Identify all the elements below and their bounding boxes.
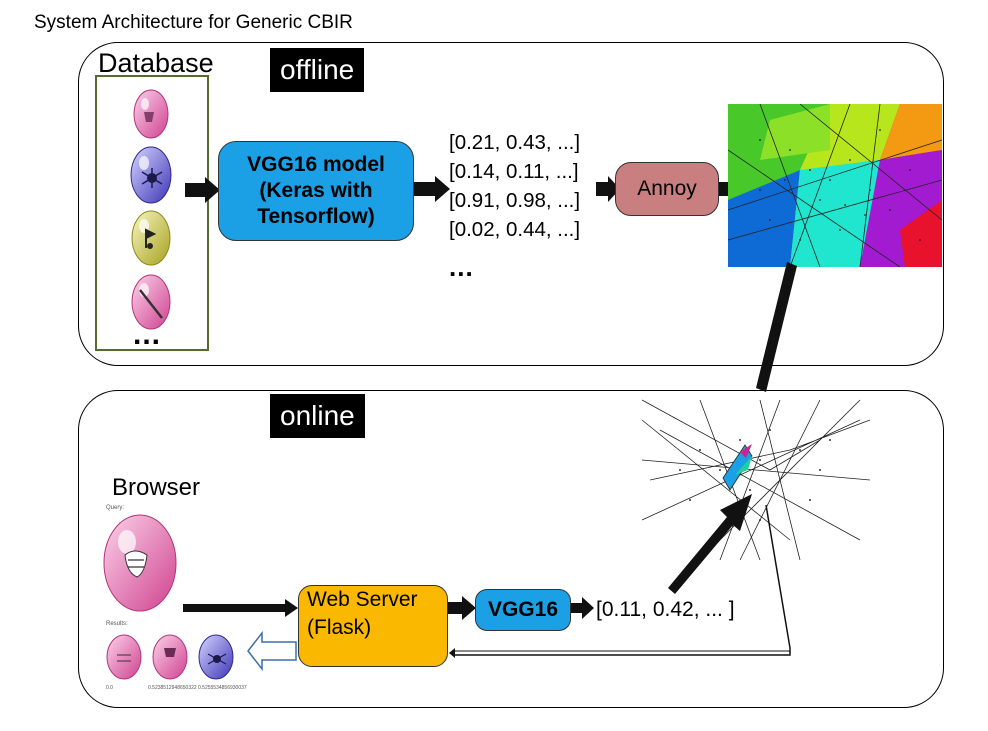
feature-vector: [0.14, 0.11, ...] <box>449 160 579 183</box>
server-line: (Flask) <box>307 616 372 639</box>
vgg16-box: VGG16 <box>475 589 571 631</box>
vectors-more: ... <box>449 252 474 282</box>
query-vector: [0.11, 0.42, ... ] <box>596 598 735 621</box>
result-egg-image <box>152 634 188 680</box>
arrow-vgg-to-vector <box>571 597 594 619</box>
database-label: Database <box>98 48 214 78</box>
result-score: 0.0 <box>106 685 113 691</box>
diagram-title: System Architecture for Generic CBIR <box>34 12 353 33</box>
annoy-partition-map <box>727 103 943 268</box>
database-more: ... <box>133 318 162 351</box>
query-egg-image <box>103 514 177 612</box>
feature-vector: [0.21, 0.43, ...] <box>449 131 581 154</box>
egg-image <box>131 210 171 266</box>
query-label: Query: <box>106 505 125 511</box>
arrow-server-to-browser <box>247 630 297 672</box>
search-space-sketch <box>641 399 871 561</box>
egg-image <box>130 146 172 204</box>
result-score: 0.5238512948650322 <box>148 685 197 691</box>
egg-image <box>131 274 171 330</box>
arrow-database-to-model <box>185 177 220 203</box>
browser-label: Browser <box>112 474 201 501</box>
result-score: 0.5255534856930037 <box>198 685 247 691</box>
egg-image <box>133 89 169 139</box>
results-label: Results: <box>106 621 128 627</box>
web-server-box: Web Server (Flask) <box>298 585 448 667</box>
vgg16-model-box: VGG16 model (Keras with Tensorflow) <box>218 141 414 241</box>
offline-tag: offline <box>270 48 365 92</box>
database-box <box>95 75 209 351</box>
arrow-model-to-vectors <box>413 176 450 202</box>
result-egg-image <box>106 634 142 680</box>
search-arrow <box>668 494 752 594</box>
server-line: Web Server <box>307 588 418 611</box>
annoy-box: Annoy <box>615 162 719 216</box>
arrow-browser-to-server <box>183 599 298 617</box>
feature-vector: [0.91, 0.98, ...] <box>449 189 581 212</box>
feature-vector-list: [0.21, 0.43, ...] [0.14, 0.11, ...] [0.9… <box>449 128 580 244</box>
online-tag: online <box>270 394 365 438</box>
model-line: (Keras with <box>259 179 373 202</box>
model-line: Tensorflow) <box>257 205 375 228</box>
result-egg-image <box>198 634 234 680</box>
arrow-server-to-vgg <box>447 596 476 620</box>
model-line: VGG16 model <box>247 153 385 176</box>
feature-vector: [0.02, 0.44, ...] <box>449 218 581 241</box>
arrow-vectors-to-annoy <box>596 176 620 202</box>
arrow-map-to-search-space <box>756 262 797 392</box>
